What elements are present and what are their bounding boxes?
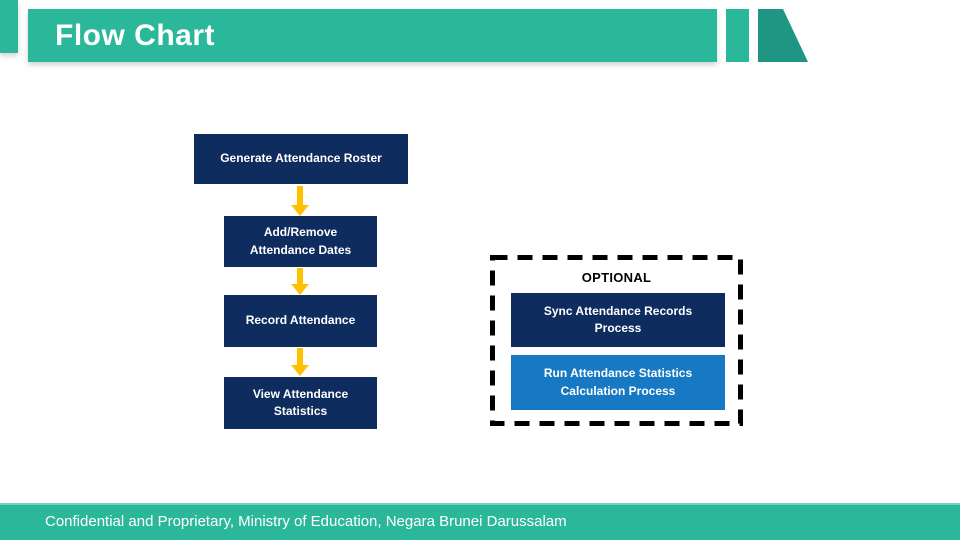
arrow-shaft — [297, 186, 303, 205]
flow-box-view-statistics: View Attendance Statistics — [224, 377, 377, 429]
footer-text: Confidential and Proprietary, Ministry o… — [45, 513, 567, 530]
flow-box-add-remove-dates: Add/Remove Attendance Dates — [224, 216, 377, 267]
flow-box-record-attendance: Record Attendance — [224, 295, 377, 347]
arrow-shaft — [297, 268, 303, 284]
header-title-bar: Flow Chart — [28, 9, 717, 62]
arrow-down-icon — [291, 186, 309, 216]
optional-group-border — [490, 255, 743, 426]
flow-box-sync-records: Sync Attendance Records Process — [511, 293, 725, 347]
arrow-head — [291, 365, 309, 376]
flow-box-label: Sync Attendance Records Process — [543, 303, 693, 335]
flow-box-label: View Attendance Statistics — [252, 386, 349, 418]
arrow-head — [291, 284, 309, 295]
optional-label: OPTIONAL — [581, 270, 652, 285]
flow-box-run-statistics: Run Attendance Statistics Calculation Pr… — [511, 355, 725, 410]
flow-box-label: Record Attendance — [245, 313, 356, 328]
flow-box-label: Run Attendance Statistics Calculation Pr… — [543, 366, 693, 398]
arrow-down-icon — [291, 348, 309, 376]
page-title: Flow Chart — [55, 18, 215, 52]
flow-box-label: Add/Remove Attendance Dates — [249, 225, 352, 257]
flow-box-generate-roster: Generate Attendance Roster — [194, 134, 408, 184]
footer-bar: Confidential and Proprietary, Ministry o… — [0, 503, 960, 540]
header-accent-square — [0, 0, 18, 53]
arrow-shaft — [297, 348, 303, 365]
arrow-head — [291, 205, 309, 216]
header-accent-stripe — [726, 9, 749, 62]
arrow-down-icon — [291, 268, 309, 295]
flow-box-label: Generate Attendance Roster — [220, 151, 382, 166]
header-accent-trapezoid — [758, 9, 808, 62]
